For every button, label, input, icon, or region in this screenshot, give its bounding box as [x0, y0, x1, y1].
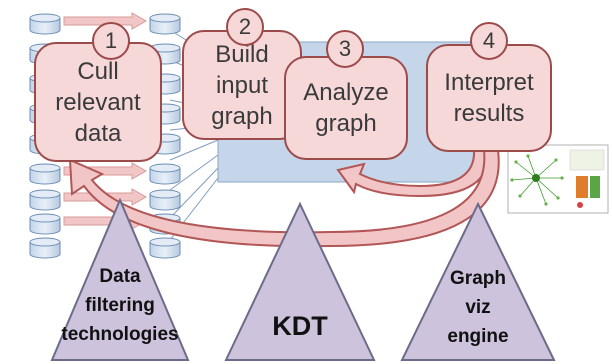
step-4-number: 4 — [482, 28, 496, 53]
step-3-badge: 3 — [326, 30, 364, 68]
kdt-label: KDT — [272, 311, 328, 341]
step-cull-label: Cull relevant data — [55, 57, 141, 147]
feedback-arrow-to-analyze — [336, 149, 490, 198]
step-analyze-label: Analyze graph — [303, 79, 389, 137]
kdt-triangle — [224, 201, 376, 361]
graph-viz-triangle — [400, 201, 556, 361]
step-interpret-box: Interpret results — [426, 44, 552, 152]
graph-visualization-thumbnail — [507, 144, 609, 214]
data-filtering-triangle — [50, 197, 190, 361]
step-4-badge: 4 — [470, 22, 508, 60]
step-1-badge: 1 — [92, 22, 130, 60]
step-analyze-box: Analyze graph — [284, 56, 408, 160]
graph-viz-label: Graph viz engine — [447, 268, 509, 347]
step-1-number: 1 — [104, 28, 118, 53]
step-build-label: Build input graph — [211, 40, 273, 130]
data-filtering-label: Data filtering technologies — [61, 266, 179, 345]
step-interpret-label: Interpret results — [444, 69, 534, 127]
step-2-badge: 2 — [226, 8, 264, 46]
step-3-number: 3 — [338, 36, 352, 61]
step-cull-box: Cull relevant data — [34, 42, 162, 162]
step-2-number: 2 — [238, 14, 252, 39]
